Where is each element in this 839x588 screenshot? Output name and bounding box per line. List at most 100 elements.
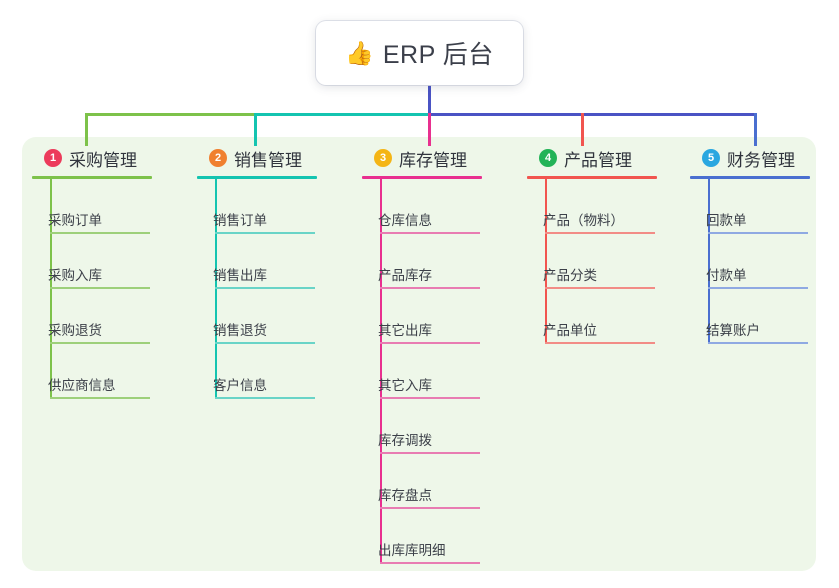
branch-spine-line	[708, 179, 710, 344]
drop-sales	[254, 113, 257, 146]
leaf-item-label: 采购退货	[48, 323, 102, 338]
branch-header-2[interactable]: 2 销售管理	[197, 145, 347, 171]
root-node[interactable]: 👍 ERP 后台	[316, 21, 523, 85]
leaf-item[interactable]: 产品（物料）	[527, 179, 687, 234]
leaf-item-underline	[545, 287, 655, 289]
branch-panel-background	[22, 137, 816, 571]
leaf-item[interactable]: 回款单	[690, 179, 839, 234]
leaf-item-underline	[708, 287, 808, 289]
leaf-item-underline	[50, 232, 150, 234]
drop-product	[581, 113, 584, 146]
leaf-item-label: 其它入库	[378, 378, 432, 393]
drop-finance	[754, 113, 757, 146]
branch-leaf-list: 回款单付款单结算账户	[690, 179, 839, 344]
branch-leaf-list: 产品（物料） 产品分类产品单位	[527, 179, 687, 344]
branch-number-badge: 2	[209, 149, 227, 167]
branch-column-3: 3 库存管理仓库信息产品库存其它出库其它入库库存调拨库存盘点出库库明细	[362, 145, 512, 564]
leaf-item-underline	[215, 232, 315, 234]
branch-column-4: 4 产品管理产品（物料） 产品分类产品单位	[527, 145, 687, 344]
branch-column-2: 2 销售管理销售订单销售出库销售退货客户信息	[197, 145, 347, 399]
drop-inventory	[428, 113, 431, 146]
leaf-item-underline	[545, 342, 655, 344]
branch-title-underline	[32, 176, 152, 179]
leaf-item-label: 销售订单	[213, 213, 267, 228]
leaf-item-underline	[545, 232, 655, 234]
leaf-item[interactable]: 采购订单	[32, 179, 182, 234]
leaf-item-underline	[50, 342, 150, 344]
segment-teal	[254, 113, 429, 116]
leaf-item-label: 供应商信息	[48, 378, 116, 393]
branch-leaf-list: 采购订单采购入库采购退货供应商信息	[32, 179, 182, 399]
leaf-item[interactable]: 库存盘点	[362, 454, 512, 509]
leaf-item-underline	[380, 397, 480, 399]
leaf-item[interactable]: 产品单位	[527, 289, 687, 344]
leaf-item-label: 客户信息	[213, 378, 267, 393]
branch-spine-line	[380, 179, 382, 564]
branch-leaf-list: 仓库信息产品库存其它出库其它入库库存调拨库存盘点出库库明细	[362, 179, 512, 564]
leaf-item-label: 仓库信息	[378, 213, 432, 228]
leaf-item-label: 销售出库	[213, 268, 267, 283]
leaf-item-label: 其它出库	[378, 323, 432, 338]
branch-title-underline	[197, 176, 317, 179]
leaf-item[interactable]: 销售订单	[197, 179, 347, 234]
branch-header-5[interactable]: 5 财务管理	[690, 145, 839, 171]
leaf-item[interactable]: 销售出库	[197, 234, 347, 289]
leaf-item[interactable]: 产品分类	[527, 234, 687, 289]
branch-header-3[interactable]: 3 库存管理	[362, 145, 512, 171]
leaf-item[interactable]: 出库库明细	[362, 509, 512, 564]
leaf-item-label: 出库库明细	[378, 543, 446, 558]
branch-number-badge: 4	[539, 149, 557, 167]
branch-spine-line	[545, 179, 547, 344]
leaf-item-underline	[50, 287, 150, 289]
segment-green	[85, 113, 255, 116]
leaf-item-underline	[380, 287, 480, 289]
leaf-item-label: 产品（物料）	[543, 213, 624, 228]
leaf-item[interactable]: 仓库信息	[362, 179, 512, 234]
leaf-item-label: 库存盘点	[378, 488, 432, 503]
leaf-item[interactable]: 采购退货	[32, 289, 182, 344]
branch-title: 产品管理	[564, 150, 632, 170]
leaf-item-label: 产品分类	[543, 268, 597, 283]
branch-spine-line	[50, 179, 52, 399]
branch-leaf-list: 销售订单销售出库销售退货客户信息	[197, 179, 347, 399]
leaf-item-underline	[50, 397, 150, 399]
leaf-item-label: 回款单	[706, 213, 747, 228]
leaf-item[interactable]: 销售退货	[197, 289, 347, 344]
leaf-item-label: 付款单	[706, 268, 747, 283]
branch-title-underline	[527, 176, 657, 179]
branch-number-badge: 5	[702, 149, 720, 167]
branch-title: 财务管理	[727, 150, 795, 170]
leaf-item-underline	[380, 507, 480, 509]
leaf-item-underline	[708, 232, 808, 234]
leaf-item-underline	[215, 287, 315, 289]
segment-indigo	[428, 113, 756, 116]
leaf-item[interactable]: 结算账户	[690, 289, 839, 344]
leaf-item-underline	[708, 342, 808, 344]
leaf-item-label: 采购入库	[48, 268, 102, 283]
branch-title: 库存管理	[399, 150, 467, 170]
leaf-item[interactable]: 产品库存	[362, 234, 512, 289]
leaf-item[interactable]: 库存调拨	[362, 399, 512, 454]
branch-number-badge: 3	[374, 149, 392, 167]
leaf-item-underline	[380, 452, 480, 454]
leaf-item-underline	[380, 342, 480, 344]
root-node-title: ERP 后台	[382, 41, 494, 69]
leaf-item-label: 产品库存	[378, 268, 432, 283]
leaf-item[interactable]: 客户信息	[197, 344, 347, 399]
leaf-item[interactable]: 付款单	[690, 234, 839, 289]
branch-title: 销售管理	[234, 150, 302, 170]
leaf-item-underline	[215, 342, 315, 344]
leaf-item-label: 结算账户	[706, 323, 760, 338]
leaf-item-label: 产品单位	[543, 323, 597, 338]
drop-purchase	[85, 113, 88, 146]
thumbs-up-icon: 👍	[345, 39, 374, 66]
leaf-item[interactable]: 采购入库	[32, 234, 182, 289]
leaf-item[interactable]: 其它入库	[362, 344, 512, 399]
branch-header-4[interactable]: 4 产品管理	[527, 145, 687, 171]
leaf-item[interactable]: 供应商信息	[32, 344, 182, 399]
leaf-item[interactable]: 其它出库	[362, 289, 512, 344]
branch-column-5: 5 财务管理回款单付款单结算账户	[690, 145, 839, 344]
